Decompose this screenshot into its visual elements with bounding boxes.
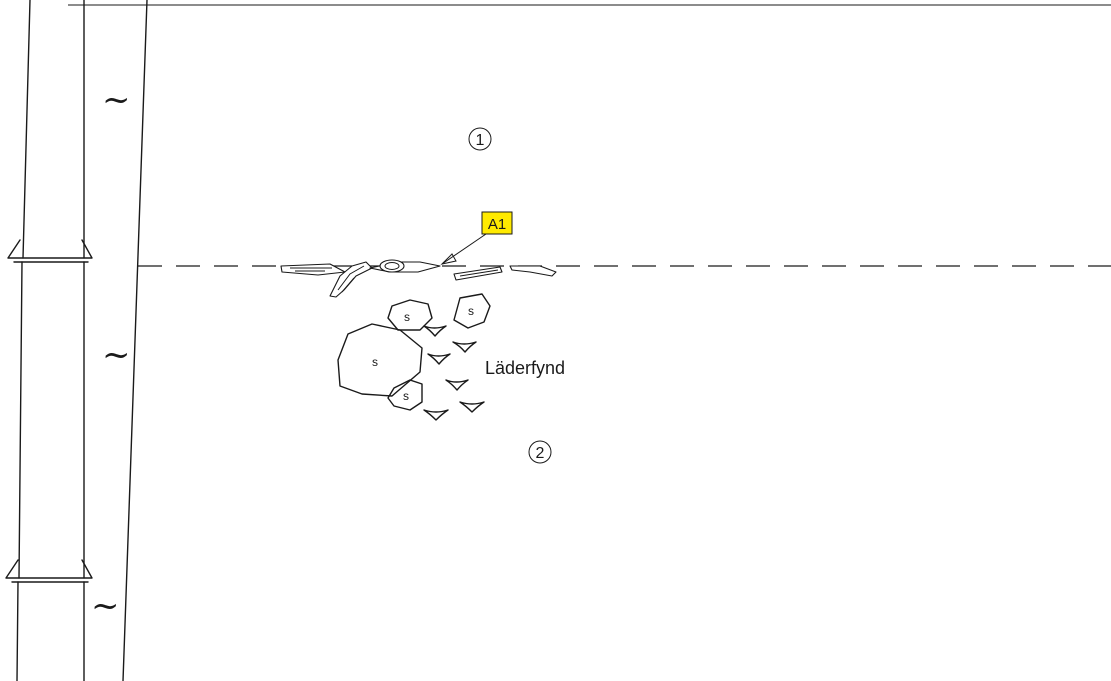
svg-text:s: s	[468, 304, 474, 318]
wood-fragments	[280, 259, 557, 298]
profile-mark-1: ~	[102, 80, 131, 120]
layer-marker-1: 1	[468, 127, 492, 151]
svg-text:s: s	[372, 355, 378, 369]
tag-leader	[441, 233, 487, 265]
svg-text:s: s	[403, 389, 409, 403]
stone: s	[387, 299, 433, 331]
stone: s	[453, 293, 491, 329]
stone: s	[387, 379, 423, 411]
profile-edge	[122, 0, 148, 681]
profile-mark-2: ~	[102, 335, 131, 375]
wall-post	[5, 0, 93, 681]
svg-text:1: 1	[476, 132, 485, 149]
profile-mark-3: ~	[91, 586, 120, 626]
find-tag-a1: A1	[481, 211, 513, 235]
svg-text:2: 2	[536, 445, 545, 462]
leather-symbols	[423, 325, 485, 421]
stone: s	[337, 323, 423, 397]
svg-text:A1: A1	[488, 216, 506, 233]
leather-find-label: Läderfynd	[485, 358, 565, 378]
svg-text:s: s	[404, 310, 410, 324]
layer-marker-2: 2	[528, 440, 552, 464]
tag-arrowhead	[440, 253, 457, 265]
